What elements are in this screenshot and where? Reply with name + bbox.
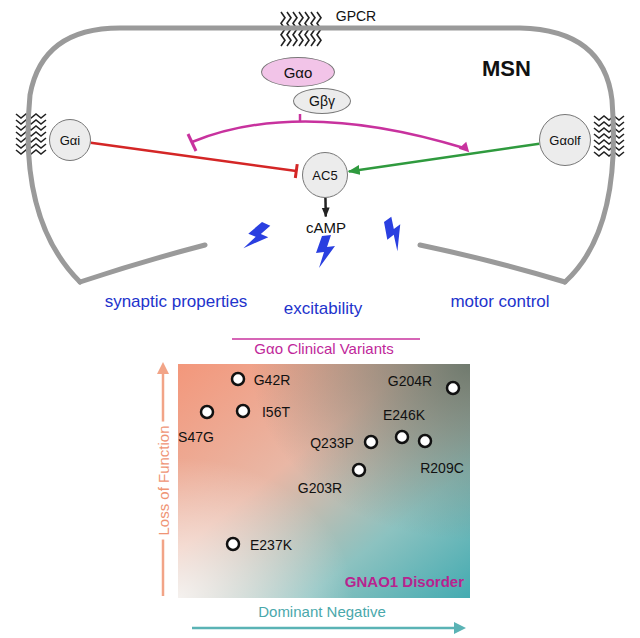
g-protein-ellipse: Gαo <box>261 57 335 87</box>
axis-label: Loss of Function <box>155 421 172 539</box>
node-text: Gβγ <box>309 93 335 109</box>
gpcr-receptor <box>594 116 624 156</box>
lightning-bolt <box>241 218 274 256</box>
variant-label: E246K <box>383 407 425 423</box>
variant-point <box>201 406 213 418</box>
g-protein-circle: Gαi <box>49 119 91 161</box>
axis-arrow <box>192 627 455 630</box>
connector <box>91 143 296 171</box>
arrow-head <box>157 362 169 374</box>
axis-label: Dominant Negative <box>258 603 386 620</box>
inhibition-bar <box>188 134 196 151</box>
node-text: Gαolf <box>549 133 580 148</box>
variant-label: E237K <box>250 537 292 553</box>
variant-label: Q233P <box>310 435 354 451</box>
messenger-label: cAMP <box>301 217 351 238</box>
variant-label: G42R <box>254 372 291 388</box>
modulation-curve <box>192 121 464 148</box>
cell-label: MSN <box>482 56 531 82</box>
node-text: AC5 <box>312 168 337 183</box>
variant-point <box>232 373 244 385</box>
node-text: Gαi <box>60 133 81 148</box>
arrow-head <box>454 622 466 634</box>
arrow-head <box>459 140 472 152</box>
title-overline <box>232 338 420 340</box>
chart-title: Gαo Clinical Variants <box>178 340 470 357</box>
enzyme-circle: AC5 <box>302 152 348 198</box>
variant-point <box>396 431 408 443</box>
chart-caption: GNAO1 Disorder <box>345 573 464 590</box>
gpcr-receptor <box>16 114 46 154</box>
lightning-bolt <box>378 215 411 253</box>
output-label: motor control <box>450 292 549 312</box>
lightning-bolt <box>316 235 335 268</box>
variant-point <box>447 382 459 394</box>
variant-point <box>237 405 249 417</box>
connector <box>349 144 540 172</box>
node-text: cAMP <box>306 219 346 236</box>
variant-label: I56T <box>262 404 290 420</box>
variant-label: R209C <box>420 460 464 476</box>
node-text: Gαo <box>284 64 313 81</box>
variant-label: S47G <box>178 429 214 445</box>
connector <box>324 198 327 217</box>
output-label: excitability <box>284 299 362 319</box>
variant-point <box>353 464 365 476</box>
output-label: synaptic properties <box>105 292 248 312</box>
variant-point <box>365 436 377 448</box>
variant-label: G204R <box>388 373 432 389</box>
receptor-label: GPCR <box>336 8 376 24</box>
variant-point <box>227 538 239 550</box>
g-protein-circle: Gαolf <box>539 114 591 166</box>
modulation-stem <box>299 114 302 121</box>
cell-outline: MSN GαoGβγGαi GαolfAC5 cAMP <box>0 0 640 322</box>
variant-point <box>419 435 431 447</box>
g-protein-ellipse: Gβγ <box>293 88 351 114</box>
variant-label: G203R <box>298 480 342 496</box>
